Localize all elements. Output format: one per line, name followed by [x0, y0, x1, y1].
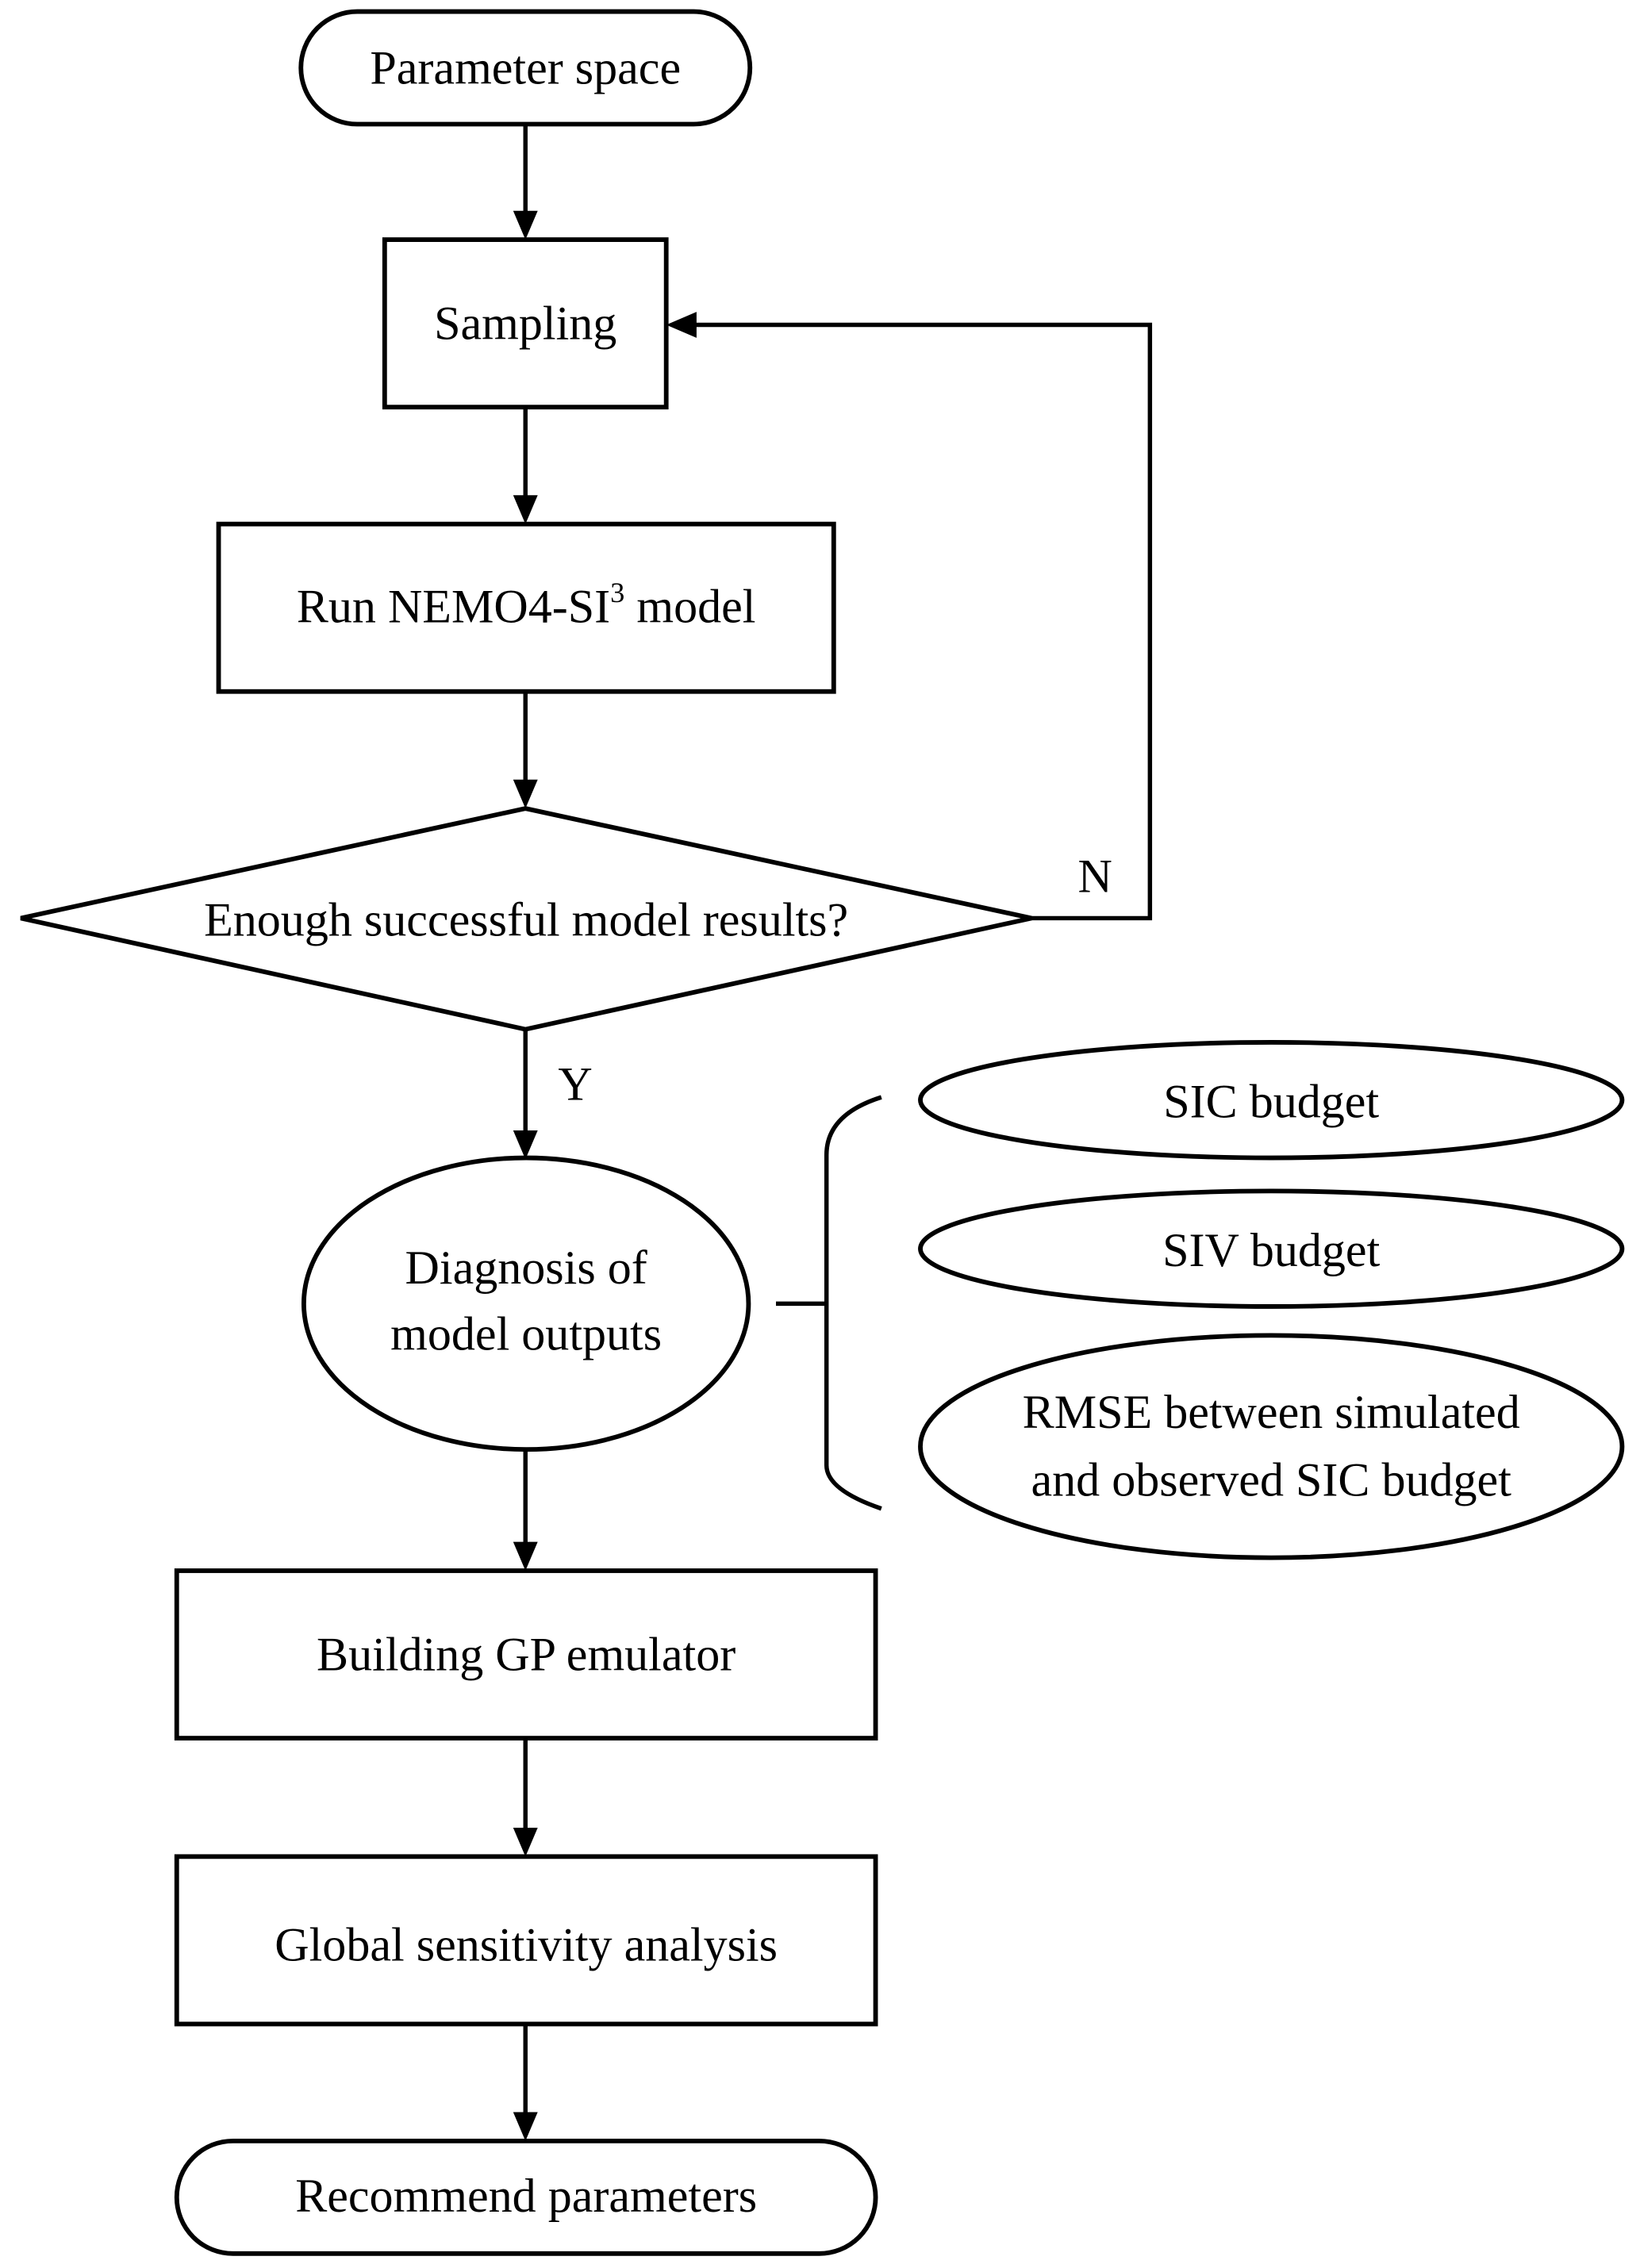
edge-decision-no-loop: N — [666, 312, 1153, 921]
node-label: Parameter space — [370, 41, 681, 94]
process-box — [382, 237, 669, 410]
node-label: Sampling — [434, 297, 616, 350]
node-label: Building GP emulator — [317, 1628, 736, 1681]
output-rmse: RMSE between simulated and observed SIC … — [918, 1333, 1625, 1560]
edge-gsa-to-end — [513, 2024, 538, 2141]
edge-building-to-gsa — [513, 1738, 538, 1857]
arrowhead-icon — [513, 1130, 538, 1160]
edge-decision-yes: Y — [513, 1029, 593, 1160]
edge-run-to-decision — [513, 691, 538, 809]
node-label: Enough successful model results? — [204, 892, 848, 946]
node-building-gp-emulator: Building GP emulator — [174, 1568, 878, 1741]
arrowhead-icon — [513, 1541, 538, 1571]
output-label: SIC budget — [1163, 1075, 1379, 1128]
arrowhead-icon — [666, 312, 697, 338]
node-label-line2: model outputs — [390, 1307, 662, 1360]
node-label: Recommend parameters — [295, 2169, 757, 2222]
edge-sampling-to-run — [513, 407, 538, 524]
node-label: Run NEMO4-SI3 model — [297, 577, 756, 632]
node-label: Global sensitivity analysis — [275, 1917, 778, 1971]
output-label: SIV budget — [1162, 1223, 1380, 1276]
bracket-curve — [824, 1095, 882, 1511]
node-sampling: Sampling — [382, 237, 669, 410]
node-run-model: Run NEMO4-SI3 model — [216, 521, 836, 694]
output-sic-budget: SIC budget — [918, 1040, 1625, 1161]
edge-start-to-sampling — [513, 124, 538, 240]
process-box — [174, 1854, 878, 2027]
node-diagnosis: Diagnosis of model outputs — [301, 1155, 751, 1453]
process-box — [174, 1568, 878, 1741]
terminator-shape — [174, 2138, 878, 2256]
edge-diagnosis-to-building — [513, 1449, 538, 1571]
output-label-line1: RMSE between simulated — [1023, 1385, 1520, 1438]
node-parameter-space: Parameter space — [298, 9, 753, 127]
output-label-line2: and observed SIC budget — [1031, 1453, 1512, 1506]
ellipse-shape — [918, 1188, 1625, 1309]
connector-line — [693, 322, 1153, 921]
edge-label-no: N — [1077, 850, 1112, 903]
arrowhead-icon — [513, 2112, 538, 2141]
ellipse-shape — [918, 1040, 1625, 1161]
node-label-line1: Diagnosis of — [405, 1241, 647, 1294]
edge-label-yes: Y — [558, 1057, 592, 1111]
arrowhead-icon — [513, 210, 538, 240]
node-decision: Enough successful model results? — [20, 806, 1032, 1032]
arrowhead-icon — [513, 1827, 538, 1857]
node-recommend-parameters: Recommend parameters — [174, 2138, 878, 2256]
ellipse-shape — [918, 1333, 1625, 1560]
outputs-bracket — [775, 1095, 882, 1511]
arrowhead-icon — [513, 495, 538, 524]
node-global-sensitivity-analysis: Global sensitivity analysis — [174, 1854, 878, 2027]
output-siv-budget: SIV budget — [918, 1188, 1625, 1309]
arrowhead-icon — [513, 779, 538, 809]
ellipse-shape — [301, 1155, 751, 1453]
